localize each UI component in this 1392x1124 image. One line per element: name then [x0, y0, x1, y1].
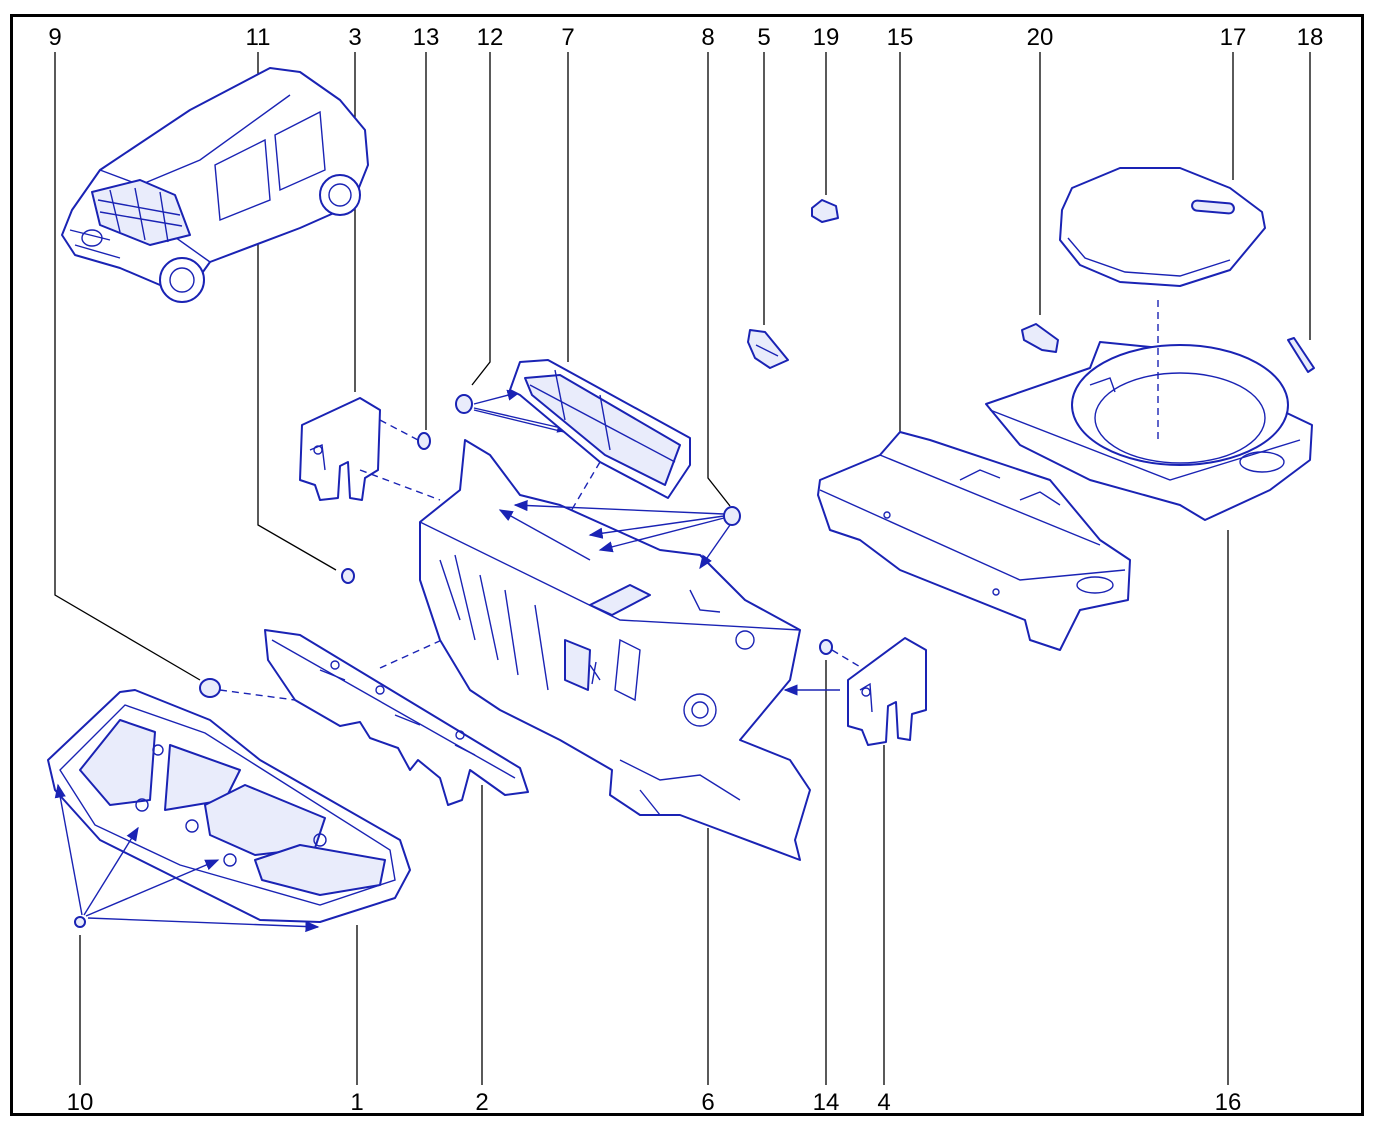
callout-11: 11	[246, 24, 271, 51]
part-13-clip	[379, 419, 431, 450]
callout-10: 10	[67, 1089, 94, 1116]
part-18-strip	[1287, 337, 1315, 373]
part-20-clip	[1021, 323, 1059, 353]
part-1-bonnet-insulation	[47, 689, 411, 923]
callout-9: 9	[48, 24, 61, 51]
part-16-spare-wheel-well	[985, 300, 1313, 521]
callout-8: 8	[701, 24, 714, 51]
callout-5: 5	[757, 24, 770, 51]
callout-17: 17	[1220, 24, 1247, 51]
part-6-bulkhead	[419, 439, 811, 861]
part-2-lower-insulator	[264, 624, 529, 806]
callout-6: 6	[701, 1089, 714, 1116]
callout-1: 1	[350, 1089, 363, 1116]
part-7-upper-insulator	[509, 359, 691, 556]
callout-13: 13	[413, 24, 440, 51]
callout-16: 16	[1215, 1089, 1242, 1116]
callout-7: 7	[561, 24, 574, 51]
part-11-clip	[341, 568, 355, 584]
callout-3: 3	[348, 24, 361, 51]
part-19-clip	[811, 199, 839, 223]
callouts-bottom: 10 1 2 6 14 4 16	[67, 1089, 1242, 1116]
part-10-clip	[54, 783, 320, 933]
car-overview-illustration	[61, 67, 369, 303]
part-5-pad	[747, 329, 789, 369]
callout-15: 15	[887, 24, 914, 51]
callout-4: 4	[877, 1089, 890, 1116]
callout-19: 19	[813, 24, 840, 51]
part-8-clip	[513, 499, 741, 570]
part-14-clip	[819, 639, 863, 669]
leader-12	[471, 52, 491, 386]
part-17-spare-wheel-cover	[1059, 167, 1266, 287]
callout-12: 12	[477, 24, 504, 51]
callout-2: 2	[475, 1089, 488, 1116]
callout-14: 14	[813, 1089, 840, 1116]
leader-8	[707, 52, 731, 507]
callouts-top: 9 11 3 13 12 7 8 5 19 15 20 17 18	[48, 24, 1323, 51]
leader-lines	[54, 52, 1311, 1085]
part-3-left-side-insulation	[299, 397, 441, 501]
part-15-rear-insulation	[817, 431, 1131, 651]
callout-20: 20	[1027, 24, 1054, 51]
leader-9	[54, 52, 201, 681]
callout-18: 18	[1297, 24, 1324, 51]
part-4-right-side-insulation	[783, 637, 927, 746]
